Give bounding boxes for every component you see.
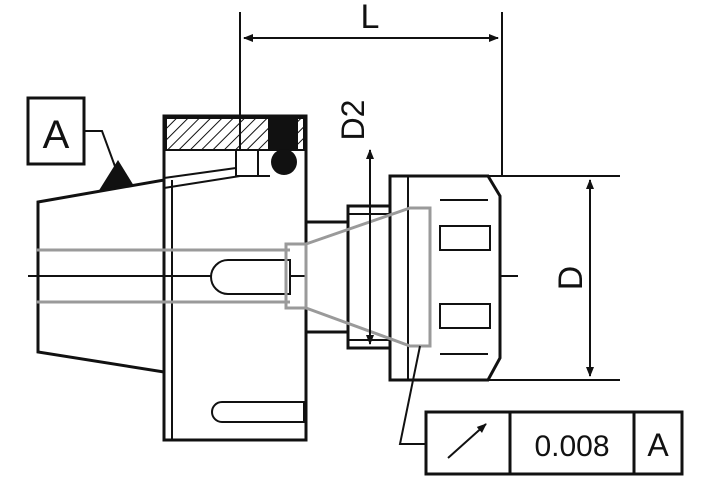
centre-slot <box>210 259 291 295</box>
dimension-length: L <box>239 0 503 176</box>
dimension-diameter: D <box>488 175 620 381</box>
datum-a-label: A <box>43 113 70 157</box>
length-label: L <box>361 0 380 36</box>
clamp-nut <box>162 114 308 442</box>
tolerance-value: 0.008 <box>534 430 609 463</box>
tolerance-leader <box>398 345 426 445</box>
hidden-collet <box>36 206 432 348</box>
runout-arrow-icon <box>447 423 487 459</box>
collet-head <box>388 174 502 382</box>
bore-label: D2 <box>335 100 371 141</box>
diameter-label: D <box>552 266 590 291</box>
tolerance-frame: 0.008 A <box>424 410 684 476</box>
datum-a-callout: A <box>26 96 134 192</box>
datum-triangle <box>98 160 134 192</box>
ball-detail <box>271 149 297 175</box>
dimension-bore: D2 <box>335 100 374 345</box>
tolerance-datum: A <box>647 427 669 463</box>
neck <box>304 204 392 350</box>
